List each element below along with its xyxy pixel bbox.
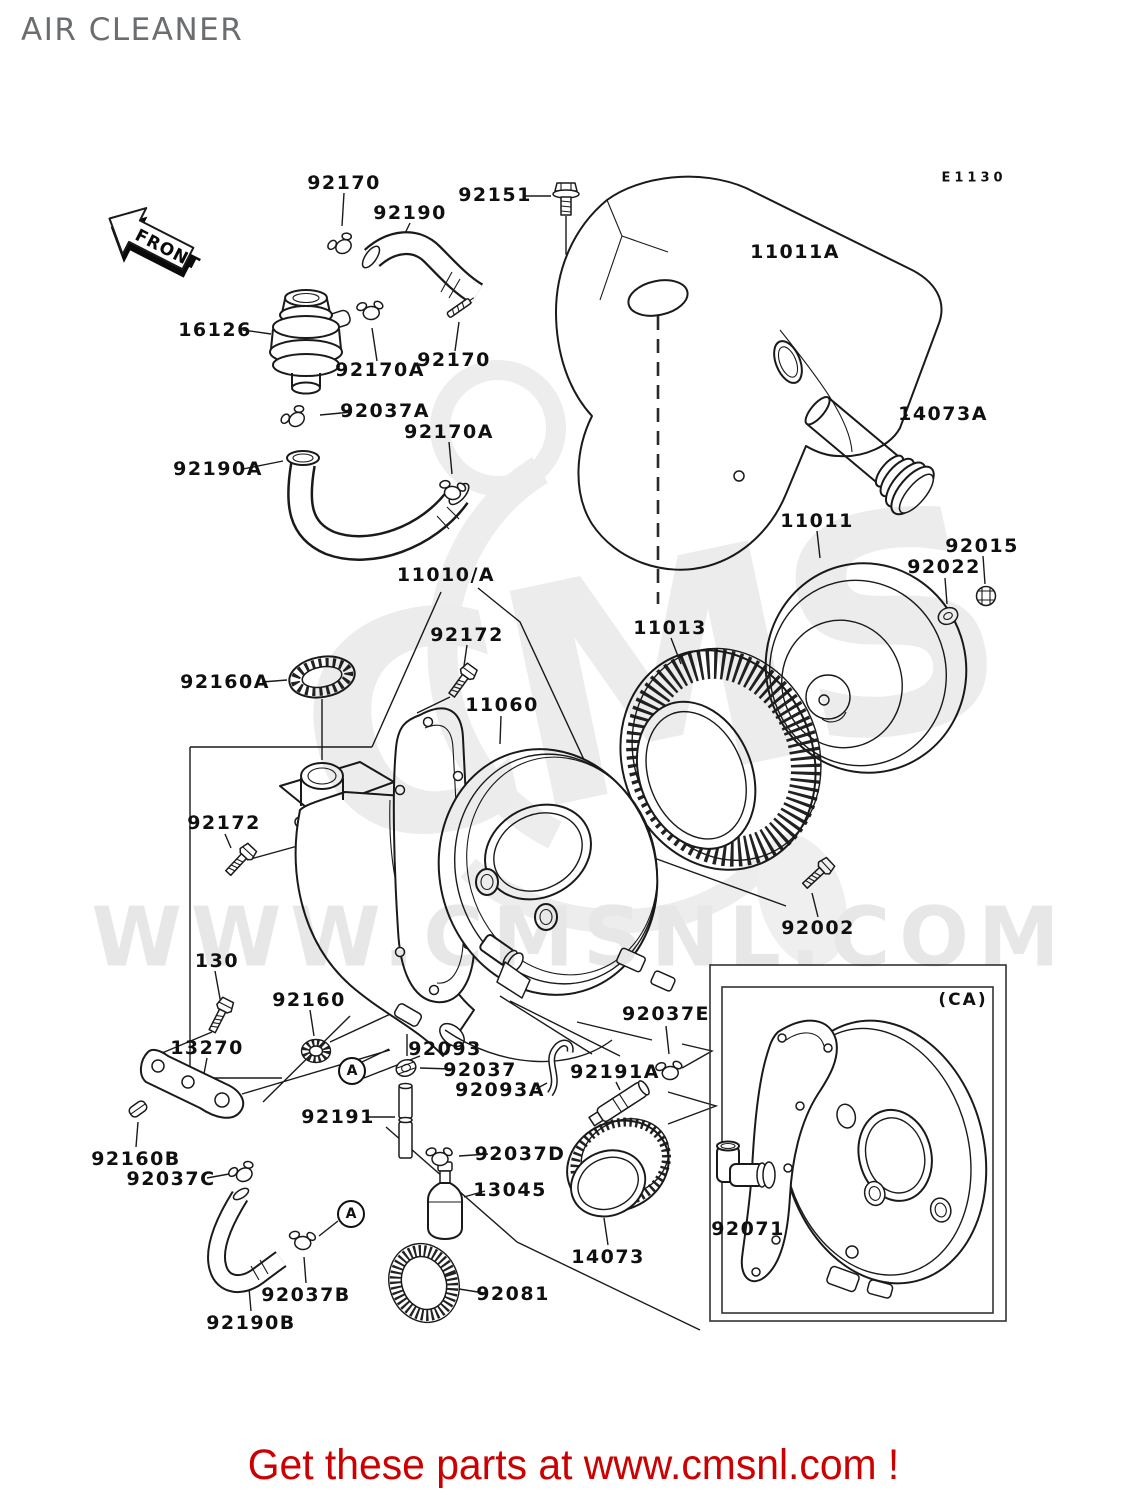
- part-label-92160B: 92160B: [91, 1148, 181, 1170]
- part-label-92151: 92151: [458, 184, 532, 206]
- part-label-11011A: 11011A: [750, 241, 840, 263]
- part-label-92160: 92160: [272, 989, 346, 1011]
- callout-circle-A: A: [337, 1200, 365, 1228]
- part-nut-92037: [395, 1058, 417, 1078]
- part-label-92170: 92170: [417, 349, 491, 371]
- part-label-92037A: 92037A: [340, 400, 430, 422]
- part-label-92022: 92022: [907, 556, 981, 578]
- part-label-92093A: 92093A: [455, 1079, 545, 1101]
- part-label-11010A: 11010/A: [396, 564, 496, 586]
- part-label-92172: 92172: [430, 624, 504, 646]
- part-label-11013: 11013: [633, 617, 707, 639]
- callout-circle-A: A: [338, 1057, 366, 1085]
- part-damper-92160b: [128, 1100, 148, 1118]
- part-ca-cover: [740, 1019, 988, 1299]
- part-pipe-92191a: [588, 1080, 650, 1127]
- part-label-92160A: 92160A: [180, 671, 270, 693]
- part-label-E1130: E1130: [941, 170, 1007, 186]
- part-label-92191: 92191: [301, 1106, 375, 1128]
- inset-ca-box: [709, 964, 1007, 1322]
- part-label-92081: 92081: [476, 1283, 550, 1305]
- part-bracket-13270: [140, 1048, 245, 1119]
- part-label-92172: 92172: [187, 812, 261, 834]
- part-label-92190A: 92190A: [173, 458, 263, 480]
- part-label-92170A: 92170A: [335, 359, 425, 381]
- part-label-92015: 92015: [945, 535, 1019, 557]
- part-pipe-92093a: [546, 1039, 574, 1097]
- part-hose-92190: [361, 231, 484, 305]
- part-label-92071: 92071: [711, 1218, 785, 1240]
- part-bottle-13045: [427, 1161, 463, 1240]
- part-bolt-92151: [552, 182, 580, 216]
- part-pin-92170: [446, 297, 475, 318]
- part-label-92190B: 92190B: [206, 1312, 296, 1334]
- part-label-16126: 16126: [178, 319, 252, 341]
- part-duct-14073a: [804, 396, 935, 516]
- footer-promo-text: Get these parts at www.cmsnl.com !: [247, 1441, 900, 1489]
- part-breather-16126: [269, 289, 351, 395]
- part-label-CA: (CA): [938, 990, 988, 1010]
- part-label-92037E: 92037E: [621, 1003, 711, 1025]
- part-label-92037: 92037: [443, 1059, 517, 1081]
- part-boot-14073: [566, 1117, 671, 1218]
- part-label-92037D: 92037D: [474, 1143, 566, 1165]
- part-label-92037B: 92037B: [261, 1284, 351, 1306]
- part-label-13045: 13045: [473, 1179, 547, 1201]
- part-label-14073A: 14073A: [898, 403, 988, 425]
- part-label-92037C: 92037C: [126, 1168, 216, 1190]
- page-title: AIR CLEANER: [21, 12, 244, 48]
- part-label-92002: 92002: [781, 917, 855, 939]
- part-ring-92081: [388, 1242, 460, 1324]
- part-label-11011: 11011: [780, 510, 854, 532]
- part-label-130: 130: [194, 950, 240, 972]
- part-grommet-92160: [300, 1038, 332, 1064]
- part-grommet-92160a: [288, 655, 356, 699]
- part-cap-11011: [764, 562, 968, 774]
- part-label-92170A: 92170A: [404, 421, 494, 443]
- part-tube-92191: [398, 1082, 413, 1159]
- part-hose-92190b: [207, 1187, 287, 1293]
- part-label-13270: 13270: [170, 1037, 244, 1059]
- part-label-92170: 92170: [307, 172, 381, 194]
- part-washer-92022: [937, 606, 959, 626]
- front-arrow: FRONT: [108, 207, 203, 278]
- part-label-92093: 92093: [408, 1038, 482, 1060]
- part-label-92191A: 92191A: [570, 1061, 660, 1083]
- part-label-92190: 92190: [373, 202, 447, 224]
- part-elbow-92071: [716, 1140, 776, 1189]
- part-label-14073: 14073: [571, 1246, 645, 1268]
- part-label-11060: 11060: [465, 694, 539, 716]
- part-nut-92015: [975, 585, 997, 607]
